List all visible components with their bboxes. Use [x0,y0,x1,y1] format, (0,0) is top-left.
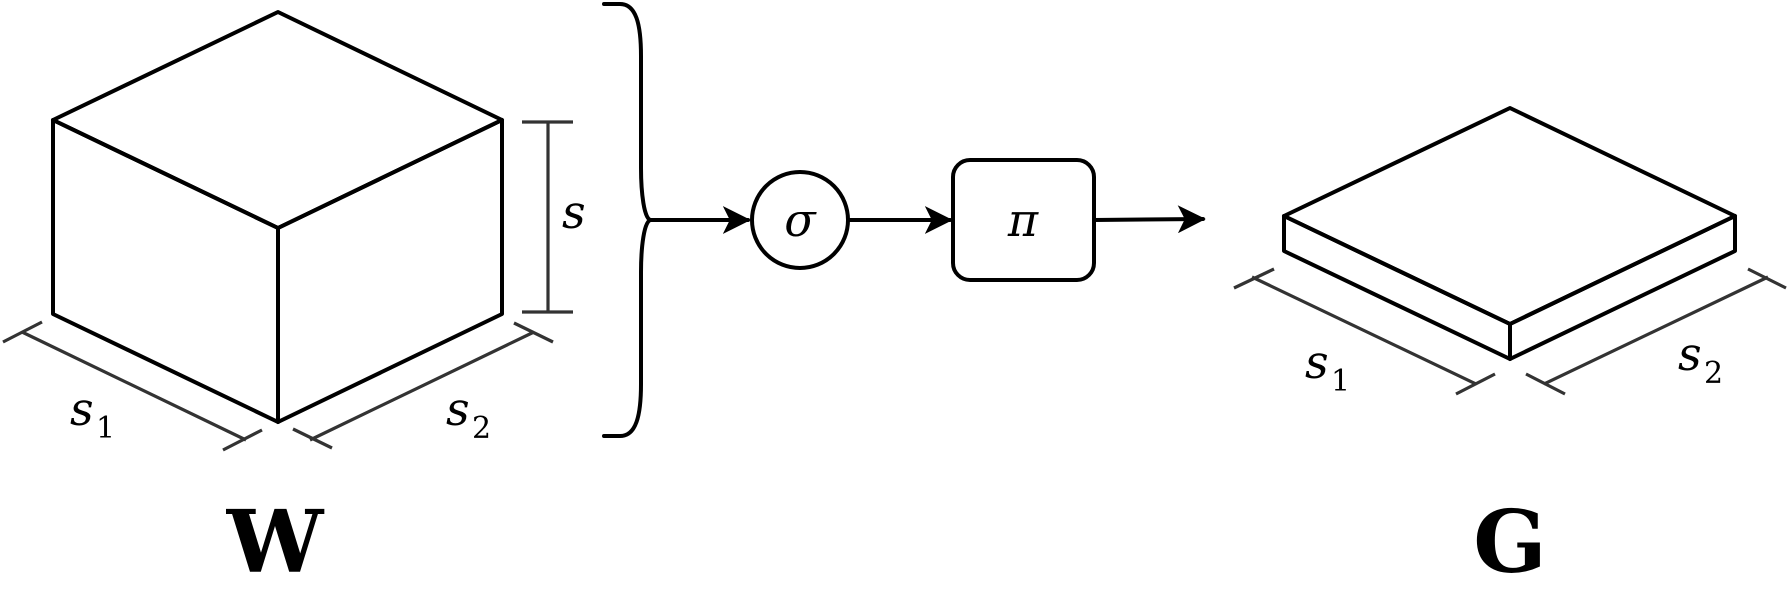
label-g-s1-base: s [1305,335,1329,389]
label-w-s2-base: s [446,382,470,436]
slab-top-face [1282,106,1737,326]
label-w-s2: s 2 [446,382,491,446]
label-w-s1-sub: 1 [96,411,115,446]
label-w-s: s [562,185,586,239]
cube-left-face [51,118,280,424]
cube-right-face [276,118,504,424]
arrow-pi-to-output [1092,205,1206,234]
label-g-s2: s 2 [1678,327,1723,391]
w-dim-s2 [292,321,554,450]
tensor-g-slab [1282,106,1737,361]
pi-symbol: π [1007,193,1039,247]
label-g-s1-sub: 1 [1331,364,1350,399]
right-brace [602,2,653,438]
slab-right-face [1508,214,1737,361]
w-dim-s1 [2,320,263,452]
w-dim-s [522,120,573,314]
sigma-symbol: σ [784,193,817,247]
g-dim-s2 [1525,267,1787,396]
tensor-w-name: W [226,492,325,592]
tensor-w-cube [51,10,504,424]
label-w-s2-sub: 2 [472,411,491,446]
label-g-s2-sub: 2 [1704,356,1723,391]
tensor-g-name: G [1473,492,1546,592]
label-g-s1: s 1 [1305,335,1350,399]
label-w-s1: s 1 [70,382,115,446]
cube-top-face [51,10,504,230]
g-dim-s1 [1233,267,1496,396]
label-g-s2-base: s [1678,327,1702,381]
label-w-s1-base: s [70,382,94,436]
